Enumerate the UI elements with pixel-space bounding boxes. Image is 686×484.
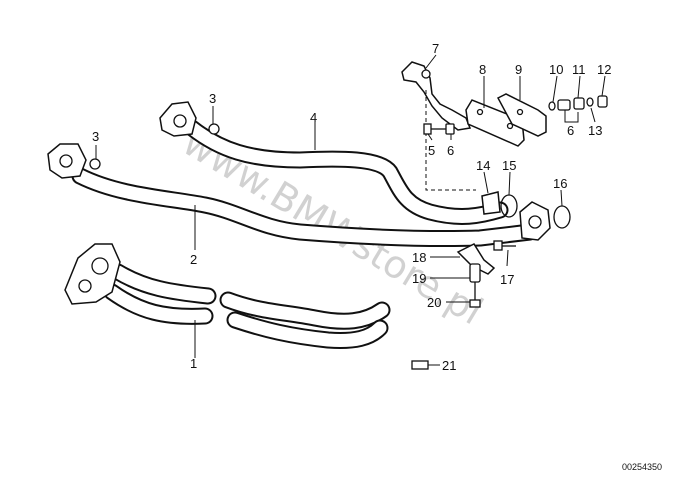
- part-21-icon: [411, 360, 429, 370]
- clamp-assembly-17-20: [456, 240, 516, 308]
- reference-code: 00254350: [622, 462, 662, 472]
- part-label: 3: [209, 91, 216, 106]
- assembly-line-7: [425, 90, 476, 191]
- hardware-stack-10-13: [548, 95, 608, 111]
- part-label: 1: [190, 356, 197, 371]
- part-label: 3: [92, 129, 99, 144]
- part-label: 13: [588, 123, 602, 138]
- pipe-bracket-14: [481, 191, 501, 215]
- part-label: 14: [476, 158, 490, 173]
- bolt-5-nut-6: [423, 123, 455, 135]
- part-label: 6: [567, 123, 574, 138]
- part-label: 20: [427, 295, 441, 310]
- front-pipe-long: [47, 143, 539, 248]
- upper-pipe: [159, 101, 509, 225]
- gasket-16: [553, 205, 571, 229]
- part-label: 2: [190, 252, 197, 267]
- part-label: 5: [428, 143, 435, 158]
- part-label: 12: [597, 62, 611, 77]
- part-label: 6: [447, 143, 454, 158]
- part-label: 18: [412, 250, 426, 265]
- part-label: 9: [515, 62, 522, 77]
- leader-lines: [95, 54, 606, 366]
- front-pipe-lower: [64, 243, 391, 349]
- part-label: 7: [432, 41, 439, 56]
- part-label: 19: [412, 271, 426, 286]
- part-label: 15: [502, 158, 516, 173]
- mount-bracket-9: [496, 93, 547, 137]
- part-label: 16: [553, 176, 567, 191]
- part-label: 10: [549, 62, 563, 77]
- part-label: 4: [310, 110, 317, 125]
- hanger-bracket-7: [401, 61, 472, 131]
- part-label: 21: [442, 358, 456, 373]
- part-labels: 1 2 3 3 4 5 6 6 7 8 9 10 11 12 13 14 15 …: [92, 41, 611, 373]
- part-label: 17: [500, 272, 514, 287]
- rear-flange: [519, 201, 551, 241]
- part-label: 8: [479, 62, 486, 77]
- part-label: 11: [572, 62, 586, 77]
